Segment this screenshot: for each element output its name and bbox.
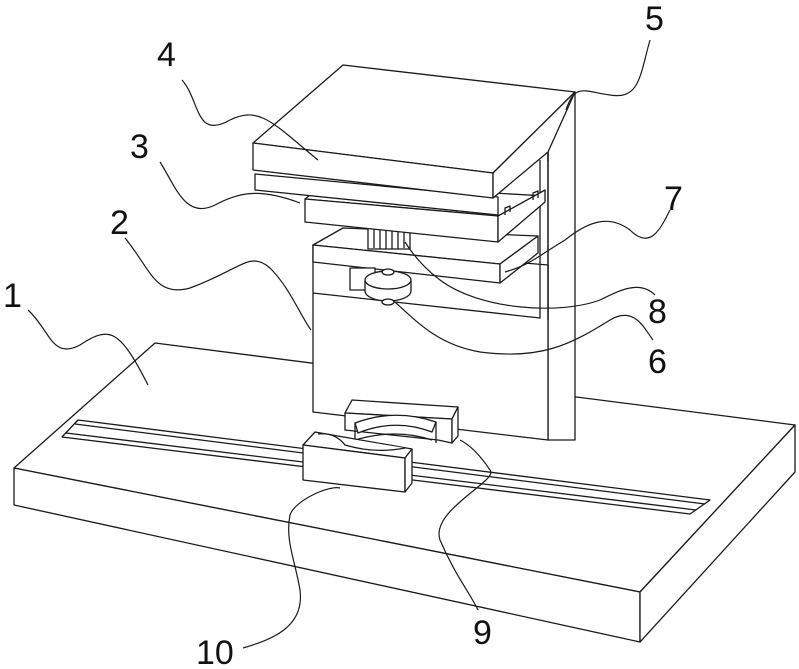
slot-notch-1	[504, 205, 511, 215]
leader-lines	[27, 39, 671, 649]
leader-5	[565, 39, 651, 111]
leader-9	[438, 439, 492, 611]
clamp-arc-lower	[354, 433, 433, 441]
slide-plate-side	[497, 189, 546, 243]
leader-4	[181, 79, 319, 161]
label-4: 4	[157, 36, 176, 74]
roller-shaft	[381, 268, 395, 276]
label-9: 9	[473, 614, 492, 652]
top-plate	[252, 64, 576, 216]
label-5: 5	[645, 0, 664, 38]
label-8: 8	[648, 293, 667, 331]
block-notch	[317, 433, 406, 452]
label-7: 7	[664, 180, 683, 218]
leader-10	[242, 487, 341, 649]
leader-1	[27, 309, 149, 386]
leader-2	[124, 237, 312, 331]
block-side	[404, 448, 413, 493]
roller-shaft-bottom	[381, 298, 395, 306]
leader-8	[404, 241, 656, 309]
reference-labels: 1 2 3 4 5 6 7 8 9 10	[3, 0, 683, 669]
slot-notch-2	[532, 190, 539, 200]
clamp-holder	[344, 399, 459, 445]
lower-roller	[349, 267, 412, 306]
base-plate-side	[639, 424, 796, 643]
leader-3	[159, 161, 301, 210]
label-10: 10	[196, 634, 234, 669]
label-2: 2	[110, 204, 129, 242]
label-1: 1	[3, 277, 22, 315]
leader-6	[394, 301, 654, 355]
leader-7	[504, 209, 671, 273]
label-3: 3	[130, 128, 149, 166]
clamp-side	[451, 406, 459, 444]
label-6: 6	[648, 343, 667, 381]
sliding-block	[302, 431, 413, 493]
clamp-arc-upper	[354, 414, 437, 434]
